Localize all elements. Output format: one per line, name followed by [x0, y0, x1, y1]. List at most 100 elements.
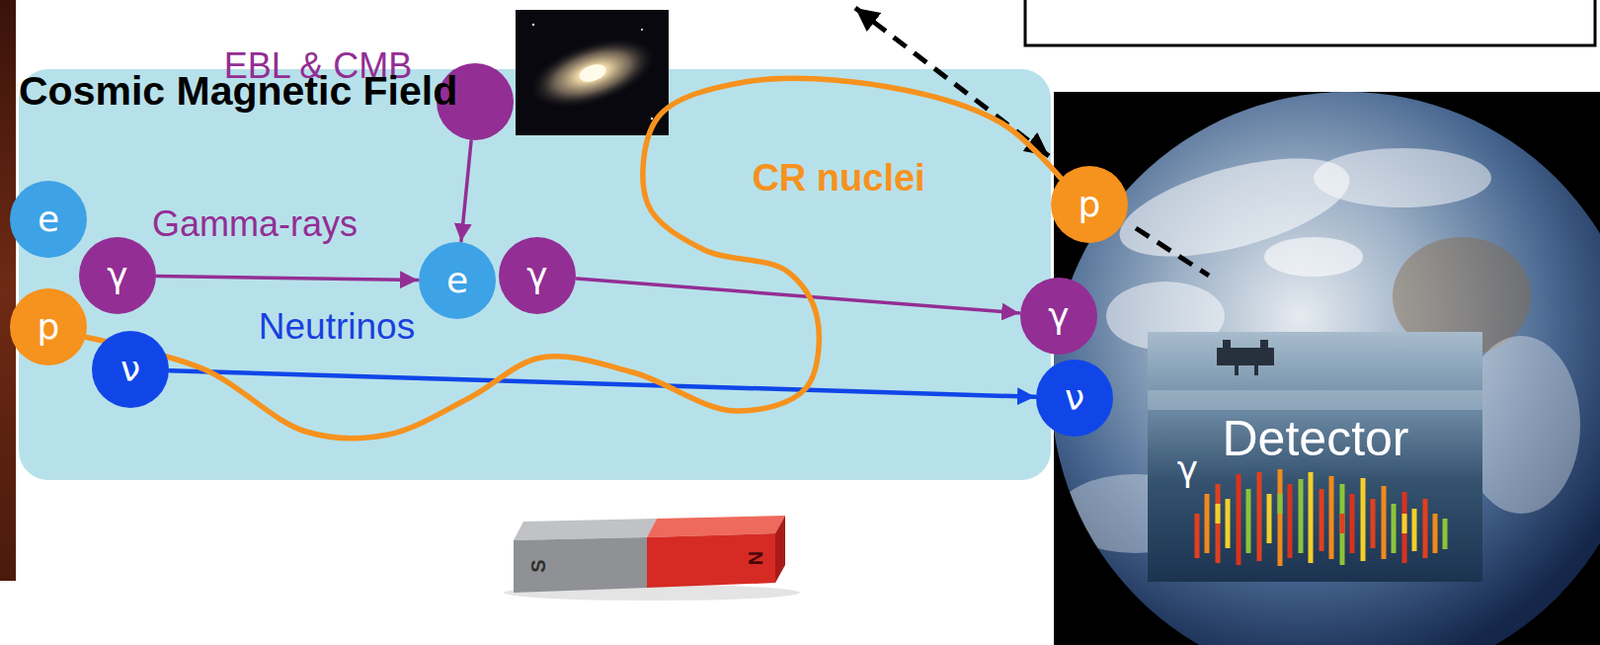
detector-picture-part-part	[1267, 493, 1273, 544]
particle-symbol: p	[1078, 184, 1102, 225]
particle-label: CR nuclei	[751, 158, 925, 200]
detector-picture-part-part	[1319, 488, 1325, 552]
circle-fill	[498, 237, 576, 315]
galaxy-picture-part	[521, 24, 664, 122]
earth-picture-part	[1053, 91, 1600, 645]
particle-circle: ν	[91, 330, 169, 408]
detector-picture-part-part	[1370, 498, 1376, 549]
circle-fill	[9, 180, 87, 258]
particle-circle: p	[9, 288, 87, 366]
particle-symbol: ν	[1064, 378, 1085, 418]
particle-circle: γ	[498, 237, 576, 315]
detector-picture-part-part	[1278, 469, 1283, 566]
detector-picture-part-part	[1340, 513, 1346, 534]
magnet-picture	[503, 515, 800, 601]
detector-picture-part-part	[1360, 478, 1366, 561]
magnet-picture-part	[513, 537, 647, 593]
detector-picture-part-part	[1329, 476, 1335, 560]
detector-picture-part-part	[1308, 472, 1314, 563]
particle-circle: γ	[79, 237, 157, 315]
detector-picture-part-part	[1257, 472, 1263, 561]
circle-fill	[91, 330, 169, 408]
circle-fill	[1020, 277, 1098, 355]
detector-picture-part-part	[1402, 491, 1408, 563]
detector-picture-part	[1260, 339, 1269, 350]
particle-label-holder: Neutrinos	[258, 307, 415, 348]
galaxy-picture-part	[640, 28, 643, 31]
particle-symbol: γ	[106, 255, 128, 296]
detector-picture-part-part	[1195, 513, 1200, 559]
circle-fill	[1050, 165, 1128, 243]
detector-picture-part-part	[1278, 493, 1283, 514]
detector-picture-part-part	[1350, 493, 1356, 554]
particle-label-holder: CR nuclei	[751, 158, 925, 200]
detector-picture-part	[1147, 331, 1483, 582]
detector-picture-part	[1147, 390, 1483, 410]
detector-picture-part	[1216, 347, 1275, 366]
circle-fill	[79, 237, 157, 315]
earth-picture-part-part	[1053, 91, 1600, 645]
background-strip	[0, 0, 16, 581]
magnet-picture-part	[646, 533, 776, 588]
particle-symbol: p	[37, 307, 61, 347]
particle-circle: e	[9, 180, 87, 258]
circle-fill	[1036, 359, 1114, 437]
earth-picture	[1050, 91, 1600, 645]
particle-symbol: γ	[526, 255, 548, 296]
region-fill	[18, 69, 1051, 480]
magnet-picture-part	[513, 518, 657, 541]
detector-picture-part-part	[1402, 513, 1408, 534]
detector-picture-part-part	[1442, 518, 1448, 550]
detector-picture-part-part	[1215, 483, 1221, 563]
detector-picture-part-part	[1423, 498, 1429, 559]
region-label: Cosmic Magnetic Field	[18, 69, 458, 114]
detector-picture-part	[1197, 469, 1445, 566]
empty-box	[1025, 0, 1596, 46]
galaxy-picture	[515, 9, 669, 136]
detector-picture-part-part	[1433, 513, 1439, 554]
detector-picture-part-part	[1236, 474, 1242, 565]
field-region: γγeγνCosmic Magnetic Field	[18, 69, 1051, 480]
detector-picture-part-part	[1298, 479, 1304, 554]
magnet-pole-holder: S	[527, 559, 550, 572]
circle-fill	[418, 241, 496, 320]
detector-picture-part-part	[1246, 488, 1252, 554]
earth-picture-part-part-part	[1313, 148, 1492, 208]
detector-picture-part-part	[1412, 508, 1418, 552]
particle-circle: p	[1050, 165, 1128, 243]
particle-symbol: e	[37, 199, 60, 240]
particle-circle: γ	[1020, 277, 1098, 355]
detector-picture-part	[1222, 339, 1231, 350]
detector-label: Detector	[1222, 411, 1410, 467]
detector-picture-part-part	[1215, 503, 1221, 524]
particle-symbol: e	[446, 260, 469, 301]
magnet-picture-part	[775, 515, 786, 583]
dashed-arrow-part	[1135, 228, 1209, 276]
magnet-pole: N	[744, 551, 767, 565]
detector-picture-part-part	[1225, 498, 1231, 549]
detector-picture	[1147, 331, 1483, 582]
earth-picture-part-part-part	[1264, 237, 1363, 277]
particle-label: Neutrinos	[258, 307, 415, 348]
galaxy-picture-part	[532, 23, 535, 26]
particle-circle: e	[418, 241, 496, 320]
magnet-pole-holder: N	[744, 551, 767, 565]
detector-picture-part-part	[1204, 493, 1210, 554]
circle-fill	[9, 288, 87, 366]
magnet-pole: S	[527, 559, 550, 572]
particle-symbol: γ	[1047, 296, 1069, 336]
galaxy-picture-part	[515, 9, 669, 136]
detector-picture-part-part	[1381, 485, 1387, 560]
galaxy-picture-part	[576, 61, 609, 85]
detector-picture-part-part	[1391, 503, 1397, 554]
particle-label-holder: Gamma-rays	[152, 204, 358, 244]
detector-picture-part	[1254, 365, 1259, 376]
detector-picture-part-part	[1340, 483, 1346, 565]
particle-symbol: ν	[120, 349, 141, 390]
particle-circle: ν	[1036, 359, 1114, 437]
detector-picture-part	[1234, 365, 1239, 376]
galaxy-picture-part	[650, 117, 653, 120]
detector-picture-part-part	[1287, 483, 1293, 559]
particle-label: Gamma-rays	[152, 204, 358, 244]
particle-symbol: γ	[1177, 449, 1199, 489]
